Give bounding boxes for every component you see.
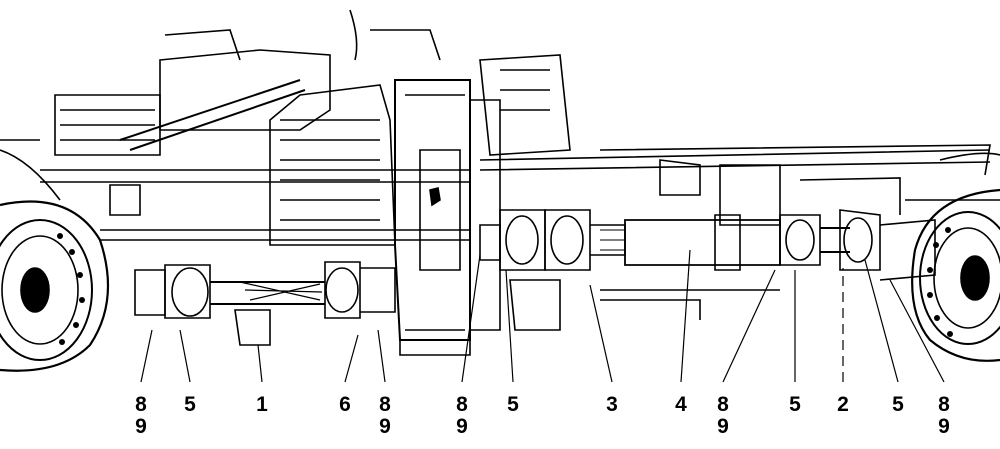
left-wheel	[0, 139, 110, 372]
callout-c2: 5	[176, 394, 204, 416]
callout-number: 9	[135, 415, 147, 438]
callout-number: 8	[379, 393, 391, 416]
callout-number: 2	[837, 393, 849, 416]
center-driveshaft	[479, 209, 781, 331]
right-wheel	[905, 152, 1000, 362]
gearbox-housing	[349, 9, 571, 356]
callout-number: 8	[456, 393, 468, 416]
callout-number: 5	[892, 393, 904, 416]
callout-c7: 5	[499, 394, 527, 416]
right-frame	[479, 144, 991, 320]
callout-c9: 4	[667, 394, 695, 416]
callout-c13: 5	[884, 394, 912, 416]
callout-c12: 2	[829, 394, 857, 416]
callout-number: 9	[938, 415, 950, 438]
callout-number: 8	[938, 393, 950, 416]
callout-number: 9	[379, 415, 391, 438]
callout-number: 5	[507, 393, 519, 416]
callout-number: 6	[339, 393, 351, 416]
callout-c4: 6	[331, 394, 359, 416]
callout-number: 3	[606, 393, 618, 416]
right-driveshaft	[779, 209, 936, 281]
callout-number: 4	[675, 393, 687, 416]
leader-lines	[140, 249, 945, 383]
callout-number: 8	[135, 393, 147, 416]
callout-c11: 5	[781, 394, 809, 416]
callout-number: 1	[256, 393, 268, 416]
callout-c3: 1	[248, 394, 276, 416]
left-driveshaft	[134, 261, 396, 346]
callout-number: 9	[717, 415, 729, 438]
callout-number: 8	[717, 393, 729, 416]
callout-number: 9	[456, 415, 468, 438]
frame	[40, 29, 470, 246]
callout-number: 5	[789, 393, 801, 416]
callout-number: 5	[184, 393, 196, 416]
callout-c8: 3	[598, 394, 626, 416]
